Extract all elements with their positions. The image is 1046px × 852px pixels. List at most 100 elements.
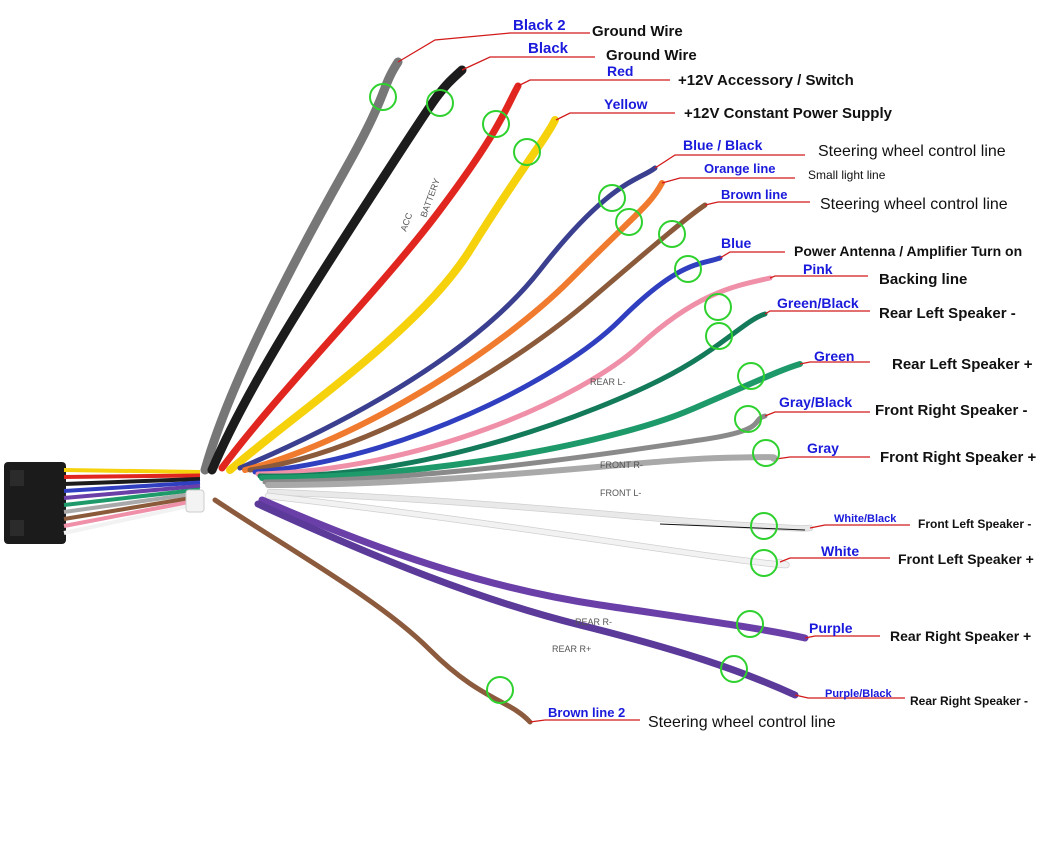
highlight-circle-black bbox=[426, 89, 454, 117]
wire-green bbox=[259, 361, 803, 481]
highlight-circle-white_black bbox=[750, 512, 778, 540]
connector-latch-top bbox=[10, 470, 24, 486]
leader-line-blue_black bbox=[654, 154, 805, 169]
wire-yellow bbox=[226, 116, 559, 474]
leader-line-pink bbox=[769, 275, 868, 279]
leader-line-gray_black bbox=[764, 411, 870, 417]
connector-stub bbox=[63, 473, 201, 479]
leader-line-purple bbox=[804, 635, 880, 639]
connector-stub bbox=[63, 501, 201, 535]
highlight-circle-brown bbox=[658, 220, 686, 248]
highlight-circle-brown2 bbox=[486, 676, 514, 704]
sleeve-tag-text: REAR R- bbox=[575, 617, 612, 627]
highlight-circle-green_black bbox=[705, 322, 733, 350]
sleeve-tag-text: FRONT L- bbox=[600, 488, 641, 498]
color-label-green_black: Green/Black bbox=[777, 295, 859, 311]
leader-line-black bbox=[461, 56, 595, 71]
color-label-white: White bbox=[821, 543, 859, 559]
leader-line-green_black bbox=[764, 310, 870, 315]
color-label-black2: Black 2 bbox=[513, 17, 566, 34]
wire-orange bbox=[242, 180, 665, 473]
connector-latch-bottom bbox=[10, 520, 24, 536]
color-label-purple_black: Purple/Black bbox=[825, 688, 893, 700]
highlight-circle-gray bbox=[752, 439, 780, 467]
connector-stub bbox=[63, 494, 201, 521]
function-label-brown: Steering wheel control line bbox=[820, 196, 1008, 213]
function-label-orange: Small light line bbox=[808, 168, 886, 182]
connector-stub bbox=[63, 484, 201, 500]
highlight-circle-black2 bbox=[369, 83, 397, 111]
connector-stub bbox=[63, 480, 201, 493]
function-label-purple: Rear Right Speaker + bbox=[890, 628, 1031, 644]
wire-purple bbox=[258, 496, 809, 642]
leader-line-black2 bbox=[397, 32, 590, 63]
color-label-purple: Purple bbox=[809, 620, 853, 636]
leader-line-red bbox=[517, 79, 670, 87]
leader-layer bbox=[397, 32, 910, 723]
function-label-blue_black: Steering wheel control line bbox=[818, 143, 1006, 160]
leader-line-brown2 bbox=[529, 719, 640, 723]
color-label-black: Black bbox=[528, 40, 569, 57]
function-label-yellow: +12V Constant Power Supply bbox=[684, 105, 893, 122]
function-label-pink: Backing line bbox=[879, 271, 967, 288]
wire-black2 bbox=[200, 57, 403, 475]
connector-stub bbox=[63, 491, 201, 514]
leader-line-gray bbox=[775, 456, 870, 460]
leader-line-white bbox=[779, 557, 890, 563]
highlight-circle-orange bbox=[615, 208, 643, 236]
leader-line-blue bbox=[719, 251, 785, 259]
color-label-blue_black: Blue / Black bbox=[683, 137, 763, 153]
highlight-circle-purple_black bbox=[720, 655, 748, 683]
wire-white_black bbox=[267, 489, 813, 531]
highlight-circle-purple bbox=[736, 610, 764, 638]
wire-red bbox=[218, 82, 522, 472]
highlight-circle-white bbox=[750, 549, 778, 577]
color-label-brown: Brown line bbox=[721, 187, 787, 202]
wire-gray_black bbox=[262, 413, 768, 485]
highlight-circle-yellow bbox=[513, 138, 541, 166]
color-label-pink: Pink bbox=[803, 261, 833, 277]
function-label-white: Front Left Speaker + bbox=[898, 551, 1034, 567]
function-label-red: +12V Accessory / Switch bbox=[678, 72, 854, 89]
highlight-circle-blue_black bbox=[598, 184, 626, 212]
leader-line-purple_black bbox=[794, 694, 905, 699]
function-label-white_black: Front Left Speaker - bbox=[918, 517, 1031, 531]
function-label-gray_black: Front Right Speaker - bbox=[875, 402, 1028, 419]
color-label-white_black: White/Black bbox=[834, 513, 897, 525]
wire-white bbox=[265, 493, 789, 568]
sleeve-tag-text: REAR L- bbox=[590, 377, 626, 387]
color-label-gray_black: Gray/Black bbox=[779, 394, 852, 410]
leader-line-yellow bbox=[555, 112, 675, 121]
leader-line-white_black bbox=[809, 524, 910, 529]
circle-layer bbox=[369, 83, 780, 704]
wires-layer bbox=[200, 57, 814, 725]
sleeve-tag-text: FRONT R- bbox=[600, 460, 643, 470]
sleeve-tag-text: ACC bbox=[398, 211, 414, 233]
highlight-circle-red bbox=[482, 110, 510, 138]
color-label-blue: Blue bbox=[721, 235, 752, 251]
highlight-circle-gray_black bbox=[734, 405, 762, 433]
wire-brown bbox=[247, 202, 708, 473]
wire-pink bbox=[255, 275, 773, 477]
wire-green_black bbox=[257, 311, 768, 479]
function-label-blue: Power Antenna / Amplifier Turn on bbox=[794, 243, 1022, 259]
color-label-gray: Gray bbox=[807, 440, 839, 456]
color-label-red: Red bbox=[607, 63, 633, 79]
wire-gray bbox=[265, 454, 778, 488]
white-black-stripe bbox=[659, 523, 806, 531]
function-label-brown2: Steering wheel control line bbox=[648, 714, 836, 731]
wire-purple_black bbox=[254, 500, 799, 699]
highlight-circle-green bbox=[737, 362, 765, 390]
leader-line-green bbox=[799, 361, 870, 365]
color-label-orange: Orange line bbox=[704, 161, 776, 176]
function-label-green_black: Rear Left Speaker - bbox=[879, 305, 1016, 322]
leader-line-orange bbox=[661, 177, 795, 184]
function-label-purple_black: Rear Right Speaker - bbox=[910, 694, 1028, 708]
wire-blue bbox=[252, 255, 723, 475]
highlight-circle-blue bbox=[674, 255, 702, 283]
function-label-black2: Ground Wire bbox=[592, 23, 683, 40]
wire-black bbox=[207, 65, 467, 475]
